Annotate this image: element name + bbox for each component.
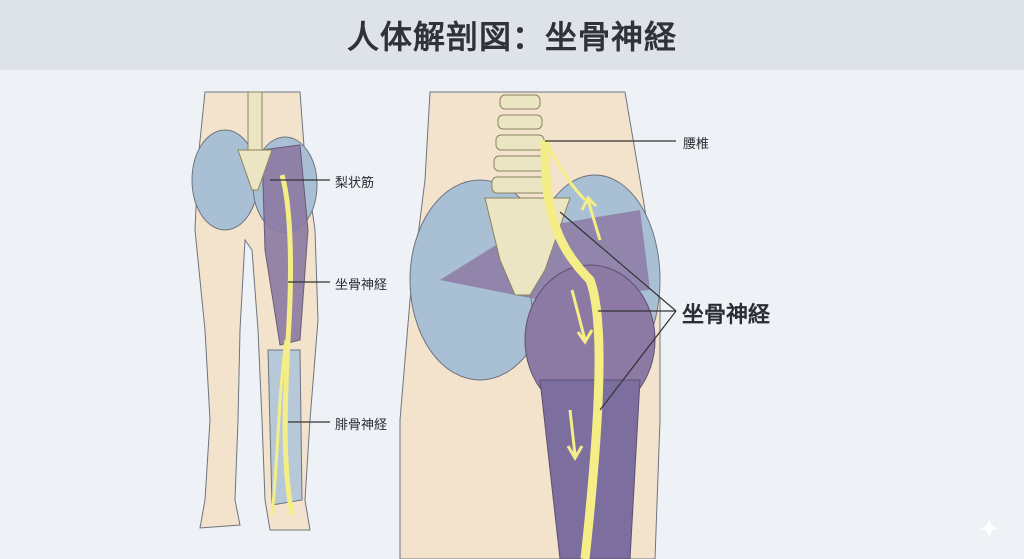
arrow-down-icon-2 (566, 409, 584, 461)
label-sciatic-nerve-small: 坐骨神経 (335, 278, 388, 293)
lumbar-vertebrae (491, 94, 549, 194)
title-bar: 人体解剖図：坐骨神経 (0, 0, 1024, 70)
label-lumbar: 腰椎 (683, 137, 710, 152)
arrow-up-icon (580, 195, 602, 241)
label-sciatic-nerve-large: 坐骨神経 (682, 303, 771, 328)
full-body-figure (191, 91, 319, 531)
gluteal-closeup-figure (399, 91, 661, 559)
arrow-down-icon (570, 289, 594, 345)
closeup-nerve-branch (546, 144, 587, 202)
label-piriformis: 梨状筋 (335, 176, 375, 191)
leader-sciatic-large-1 (559, 211, 677, 312)
left-peroneal-nerve (270, 339, 288, 516)
sparkle-icon: ✦ (978, 515, 1000, 545)
label-peroneal-nerve: 腓骨神経 (335, 418, 388, 433)
left-hamstring-muscle (261, 144, 309, 346)
left-sacrum (237, 149, 273, 191)
closeup-sciatic-nerve (540, 139, 604, 559)
left-sciatic-nerve (279, 174, 295, 516)
leader-sciatic-large-3 (599, 310, 677, 411)
closeup-sacrum (484, 197, 571, 296)
page-title: 人体解剖図：坐骨神経 (346, 18, 677, 56)
left-spine (247, 91, 263, 151)
